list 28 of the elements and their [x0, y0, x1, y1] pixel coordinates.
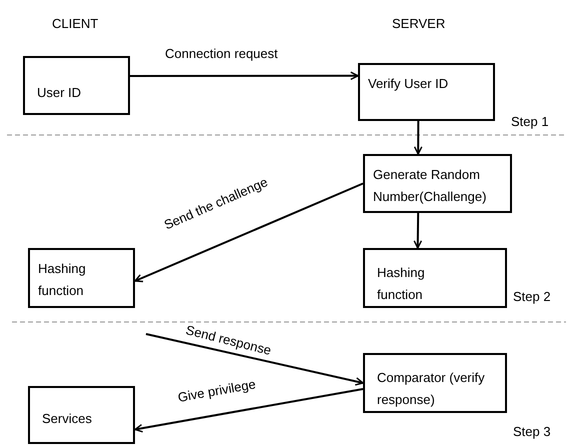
arrow: [130, 71, 359, 80]
process-box: [363, 154, 512, 213]
process-box: [23, 56, 130, 115]
section-label: SERVER: [392, 15, 446, 33]
arrow: [146, 333, 364, 386]
arrow: [134, 182, 364, 282]
section-label: Step 2: [513, 288, 551, 306]
box-text: Hashing function: [38, 260, 87, 300]
arrow: [414, 121, 422, 155]
box-text: Verify User ID: [368, 75, 450, 93]
edge-label: Connection request: [165, 46, 278, 62]
box-text: Hashing function: [377, 264, 426, 304]
box-text: Comparator (verify response): [377, 369, 486, 409]
process-box: [363, 248, 507, 308]
process-box: [28, 386, 135, 444]
box-text: Generate Random Number(Challenge): [373, 166, 488, 206]
process-box: [358, 63, 495, 121]
section-label: Step 1: [511, 113, 549, 131]
arrow: [134, 388, 364, 432]
section-label: CLIENT: [52, 15, 98, 33]
edge-label: Give privilege: [176, 376, 257, 406]
section-label: Step 3: [513, 423, 551, 441]
process-box: [363, 353, 507, 413]
box-text: User ID: [37, 84, 82, 102]
edge-label: Send response: [184, 322, 273, 359]
box-text: Services: [42, 410, 93, 428]
process-box: [28, 248, 135, 308]
arrow: [413, 212, 422, 249]
